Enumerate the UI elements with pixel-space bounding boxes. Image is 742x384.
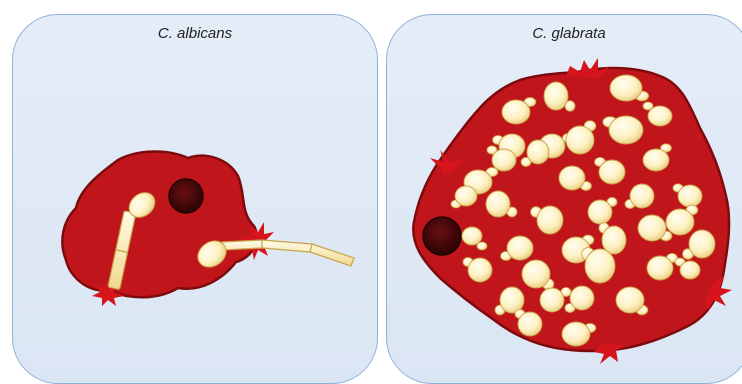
yeast-cell <box>522 260 550 288</box>
yeast-cell <box>527 140 549 164</box>
yeast-cell <box>486 191 510 217</box>
yeast-cell <box>609 116 643 144</box>
yeast-cell <box>630 184 654 208</box>
nucleus-left <box>169 179 203 213</box>
yeast-cell <box>643 149 669 171</box>
macrophage-left <box>62 152 256 298</box>
yeast-cell <box>518 312 542 336</box>
yeast-cell <box>666 209 694 235</box>
yeast-cell <box>562 322 590 346</box>
yeast-cell <box>680 261 700 279</box>
yeast-cell <box>648 106 672 126</box>
yeast-cell <box>492 149 516 171</box>
yeast-cell <box>647 256 673 280</box>
yeast-cell <box>689 230 715 258</box>
yeast-cell <box>585 249 615 283</box>
yeast-cell <box>502 100 530 124</box>
yeast-cell <box>616 287 644 313</box>
yeast-cell <box>462 227 482 245</box>
nucleus-right <box>423 217 461 255</box>
yeast-cell <box>599 160 625 184</box>
yeast-cell <box>468 258 492 282</box>
yeast-cell <box>588 200 612 224</box>
yeast-cell <box>537 206 563 234</box>
illustration-canvas <box>0 0 742 369</box>
yeast-cell <box>455 186 477 206</box>
yeast-cell <box>540 288 564 312</box>
yeast-cell <box>638 215 666 241</box>
yeast-cell <box>559 166 585 190</box>
yeast-cell <box>507 236 533 260</box>
yeast-cell <box>566 126 594 154</box>
yeast-cell <box>570 286 594 310</box>
yeast-cell <box>678 185 702 207</box>
yeast-cell <box>610 75 642 101</box>
yeast-cell <box>544 82 568 110</box>
